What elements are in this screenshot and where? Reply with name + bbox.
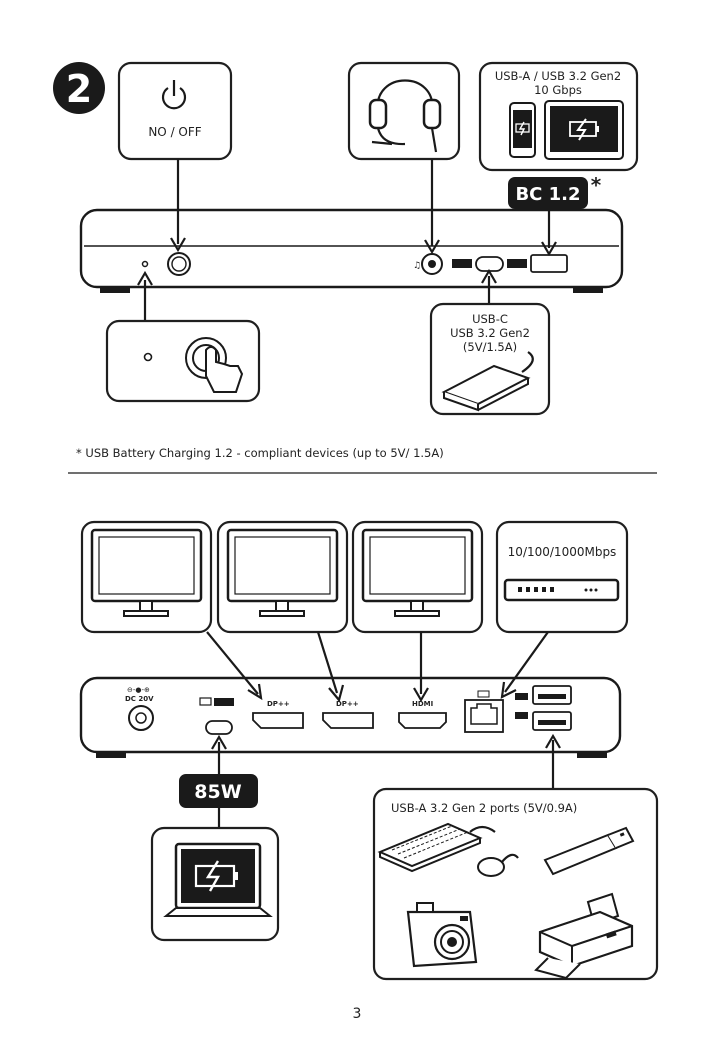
bc-badge: BC 1.2 * — [508, 173, 602, 209]
usba-label-line1: USB-A / USB 3.2 Gen2 — [495, 69, 621, 83]
laptop-charging-icon — [166, 844, 270, 916]
dc-label: DC 20V — [125, 695, 154, 703]
dock-front: ♫ — [81, 210, 622, 293]
status-led — [143, 262, 148, 267]
step-badge: 2 — [53, 62, 105, 114]
usb-logo-icon — [507, 259, 527, 268]
power-badge: 85W — [179, 774, 258, 808]
usbc-label-line2: USB 3.2 Gen2 — [450, 326, 530, 340]
step-number: 2 — [66, 67, 92, 111]
power-callout: NO / OFF — [119, 63, 231, 159]
usbc-label-line1: USB-C — [472, 312, 508, 326]
monitor-callout-3 — [353, 522, 482, 632]
power-label: NO / OFF — [148, 125, 201, 139]
laptop-callout — [152, 828, 278, 940]
usbc-label-line3: (5V/1.5A) — [463, 340, 517, 354]
headset-callout — [349, 63, 459, 159]
svg-text:♫: ♫ — [413, 261, 421, 271]
page-number: 3 — [353, 1006, 362, 1022]
power-badge-label: 85W — [194, 781, 241, 803]
usbc-callout: USB-C USB 3.2 Gen2 (5V/1.5A) — [431, 304, 549, 414]
tablet-charging-icon — [545, 101, 623, 159]
power-button — [168, 253, 190, 275]
dp1-label: DP++ — [267, 700, 290, 708]
ethernet-label: 10/100/1000Mbps — [508, 545, 617, 559]
dock-rear: ⊖-●-⊕ DC 20V DP++ DP++ HDMI — [81, 678, 620, 758]
monitor-callout-1 — [82, 522, 211, 632]
bc-badge-label: BC 1.2 — [515, 184, 580, 205]
usb-devices-callout: USB-A 3.2 Gen 2 ports (5V/0.9A) — [374, 789, 657, 979]
usb-logo-icon — [452, 259, 472, 268]
touch-callout — [107, 321, 259, 401]
usb-logo-icon — [214, 698, 234, 706]
usbc-port — [476, 257, 503, 271]
camera-icon — [408, 903, 476, 966]
ethernet-callout: 10/100/1000Mbps — [497, 522, 627, 632]
phone-charging-icon — [510, 103, 535, 157]
router-icon — [505, 580, 618, 600]
svg-text:⊖-●-⊕: ⊖-●-⊕ — [127, 686, 150, 694]
usb-ports-label: USB-A 3.2 Gen 2 ports (5V/0.9A) — [391, 801, 577, 815]
footnote: * USB Battery Charging 1.2 - compliant d… — [76, 446, 444, 460]
usba-callout: USB-A / USB 3.2 Gen2 10 Gbps — [480, 63, 637, 170]
usb-logo-icon — [515, 693, 528, 700]
hdmi-label: HDMI — [412, 700, 433, 708]
usba-label-line2: 10 Gbps — [534, 83, 582, 97]
bc-asterisk: * — [591, 173, 602, 197]
usb-logo-icon — [515, 712, 528, 719]
monitor-callout-2 — [218, 522, 347, 632]
usba-port — [531, 255, 567, 272]
